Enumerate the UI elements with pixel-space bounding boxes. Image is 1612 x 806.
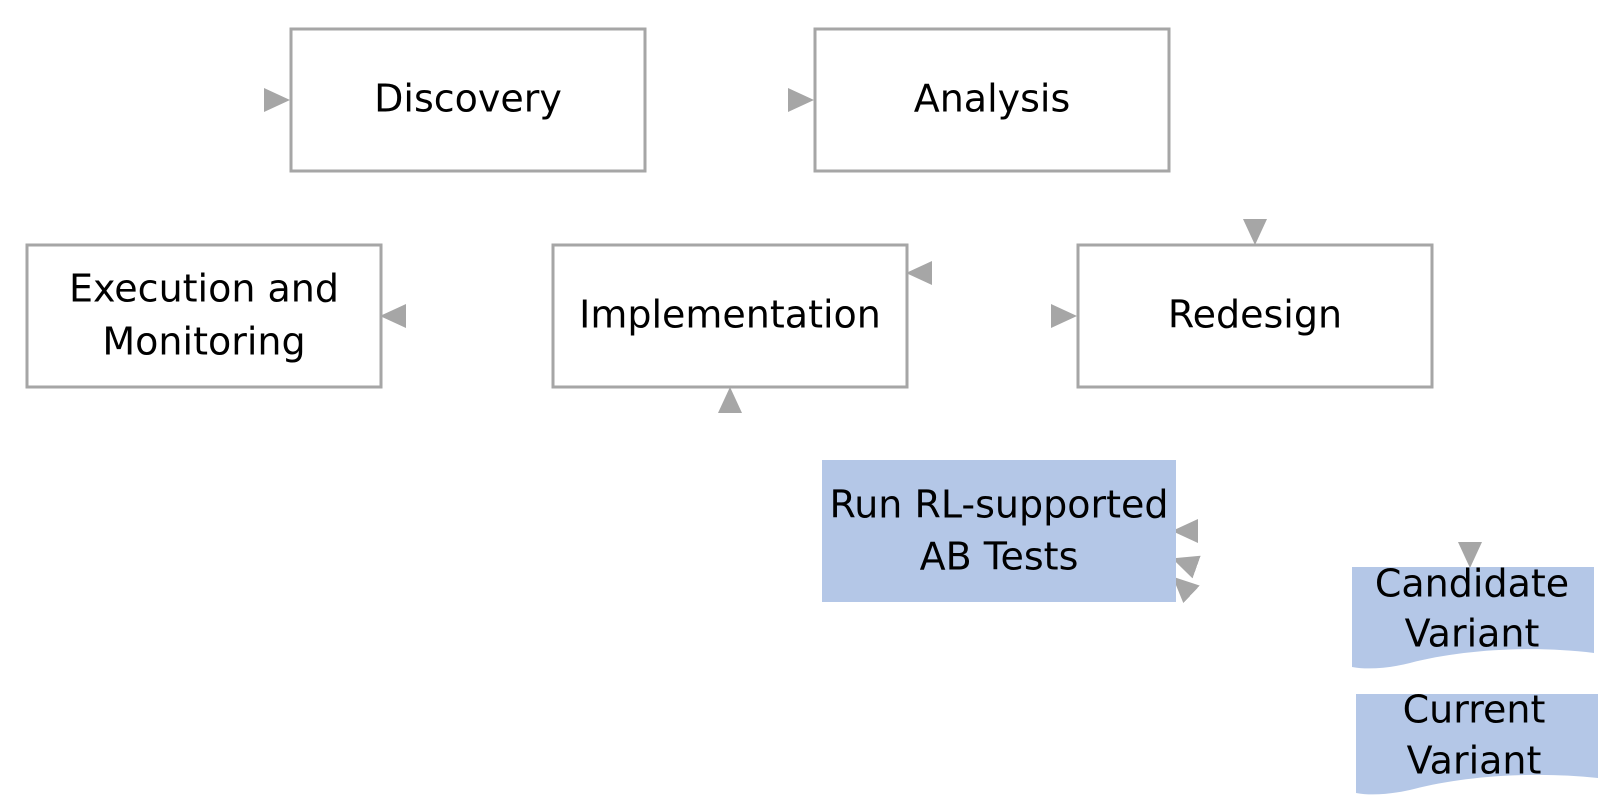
node-label-line-2: Variant xyxy=(1405,612,1540,656)
node-label-line-1: Current xyxy=(1403,688,1546,732)
connectors xyxy=(264,88,1482,604)
edge-current-to-ab-tests xyxy=(1172,576,1200,604)
edge-analysis-to-redesign xyxy=(1243,219,1267,245)
node-implementation: Implementation xyxy=(551,243,909,389)
node-box xyxy=(289,27,647,173)
node-redesign: Redesign xyxy=(1076,243,1434,389)
node-label-line-1: Run RL-supported xyxy=(830,483,1169,527)
node-label: Implementation xyxy=(579,293,881,337)
edge-ab-tests-to-implementation xyxy=(718,387,742,413)
node-label-line-2: Variant xyxy=(1407,739,1542,783)
node-current-variant: Current Variant xyxy=(1356,688,1598,795)
node-analysis: Analysis xyxy=(813,27,1171,173)
edge-ab-tests-to-redesign xyxy=(1051,304,1077,328)
document-shape xyxy=(1356,694,1598,795)
node-label-line-1: Execution and xyxy=(69,267,339,311)
node-box xyxy=(822,460,1176,602)
edge-redesign-to-candidate xyxy=(1458,542,1482,568)
node-candidate-variant: Candidate Variant xyxy=(1352,562,1594,669)
node-box xyxy=(1076,243,1434,389)
node-label-line-1: Candidate xyxy=(1375,562,1569,606)
node-label: Analysis xyxy=(914,77,1071,121)
node-box xyxy=(551,243,909,389)
node-label: Discovery xyxy=(374,77,562,121)
node-box xyxy=(25,243,383,389)
node-run-ab-tests: Run RL-supported AB Tests xyxy=(822,460,1176,602)
edge-redesign-to-ab-tests xyxy=(1172,519,1198,543)
node-box xyxy=(813,27,1171,173)
node-discovery: Discovery xyxy=(289,27,647,173)
edge-execution-to-discovery xyxy=(264,88,290,112)
node-execution-and-monitoring: Execution and Monitoring xyxy=(25,243,383,389)
node-label-line-2: Monitoring xyxy=(102,320,305,364)
document-shape xyxy=(1352,567,1594,669)
edge-candidate-to-ab-tests xyxy=(1172,555,1201,579)
node-label-line-2: AB Tests xyxy=(920,535,1079,579)
node-label: Redesign xyxy=(1168,293,1342,337)
